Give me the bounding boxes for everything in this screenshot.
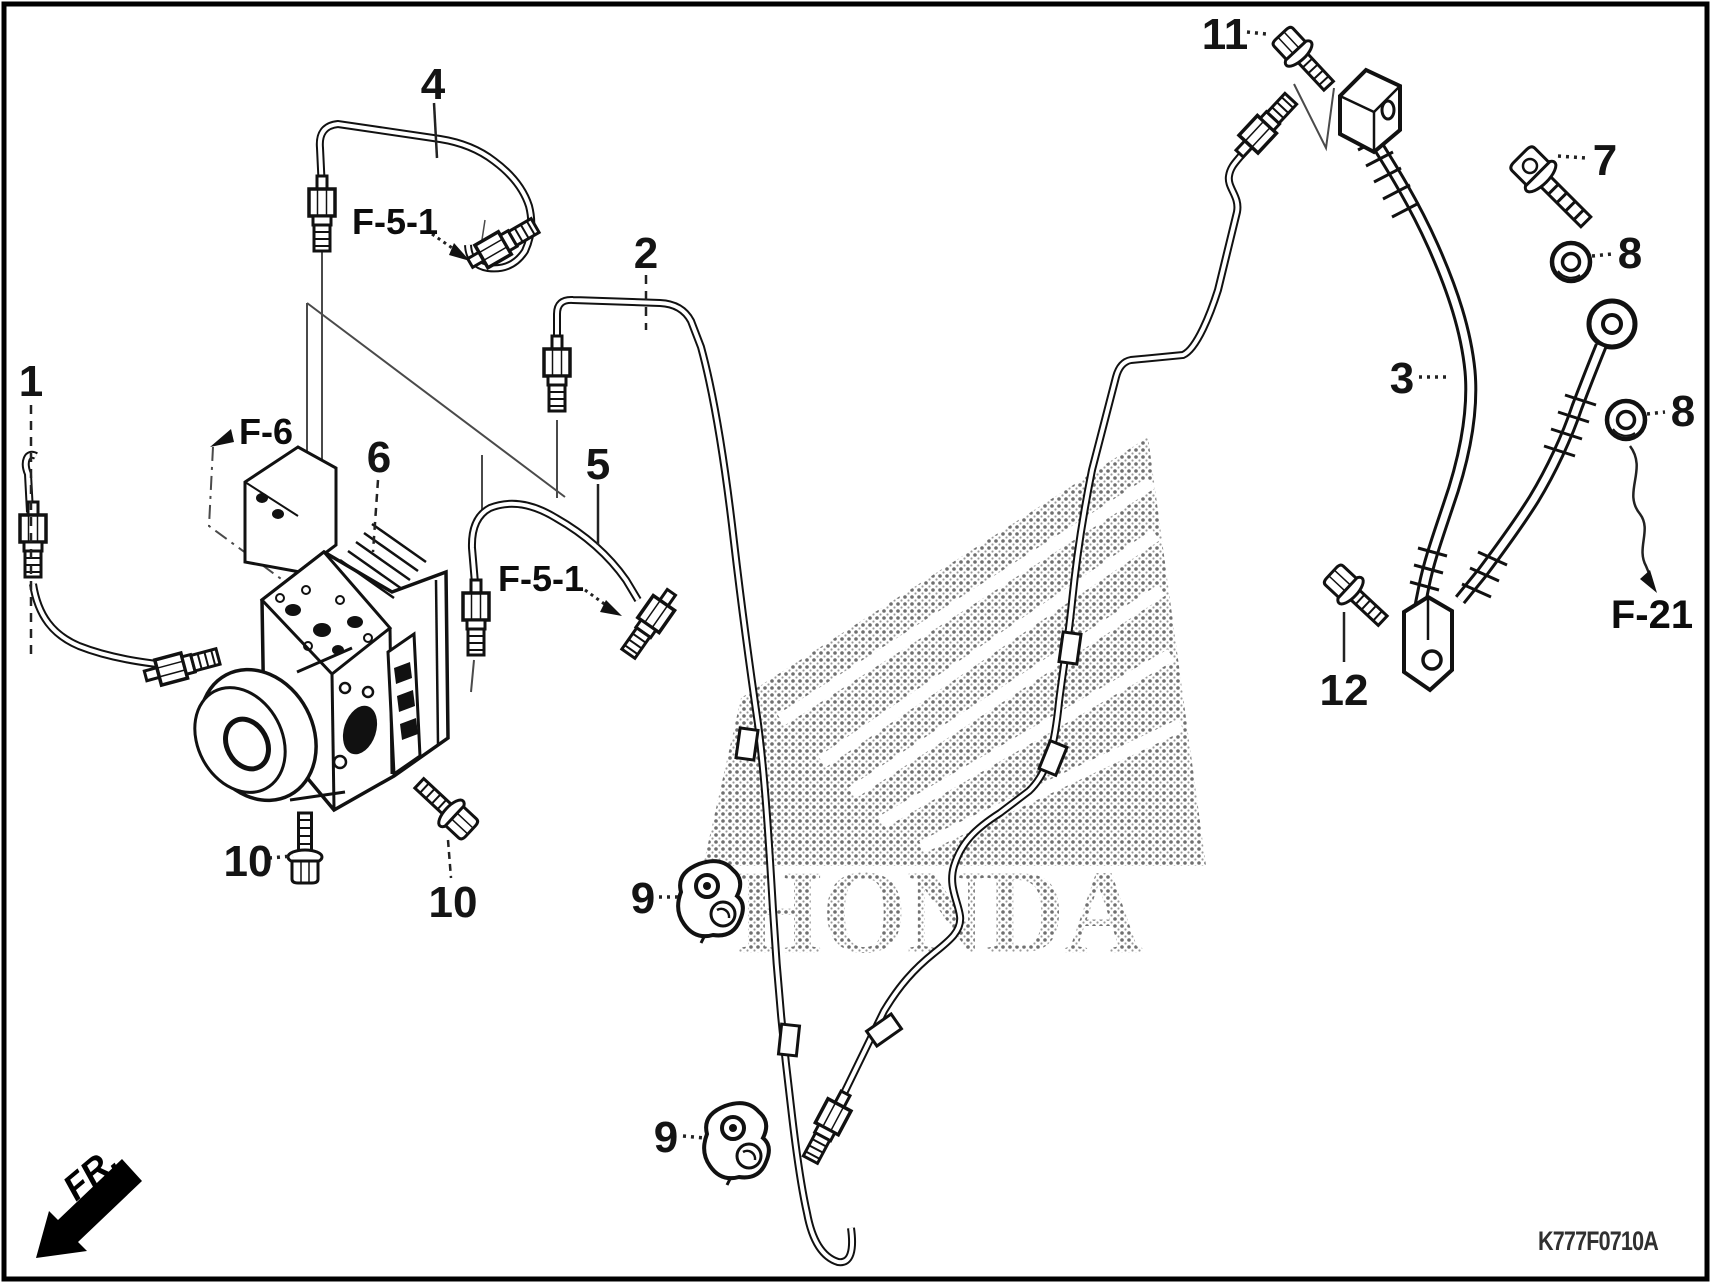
callout-6: 6: [367, 433, 391, 482]
bolt-11: [1266, 21, 1343, 99]
callout-1: 1: [19, 357, 43, 406]
leader-arrowheads: [210, 243, 1657, 616]
pipe-clamp-9a: [676, 859, 745, 945]
callout-11: 11: [1202, 10, 1249, 59]
reference-labels: F-6 F-5-1 F-5-1 F-21: [239, 201, 1693, 637]
callout-4: 4: [421, 60, 446, 109]
hose-collar-ribs: [1357, 134, 1448, 592]
callout-9b: 9: [654, 1113, 678, 1162]
front-direction-indicator: FR.: [36, 1139, 142, 1258]
ref-f6: F-6: [239, 411, 293, 452]
diagram-page-code: K777F0710A: [1538, 1226, 1658, 1256]
ref-f51-upper: F-5-1: [352, 201, 438, 242]
caliper-hose-with-eyelet: [1454, 298, 1638, 605]
wing-feather-lines: [777, 477, 1184, 853]
callout-10b: 10: [429, 878, 478, 927]
hose-junction-block: [1402, 594, 1454, 693]
callout-12: 12: [1320, 666, 1369, 715]
pipe-clamp-9b: [702, 1101, 771, 1187]
callout-5: 5: [586, 440, 610, 489]
honda-watermark-text: HONDA: [737, 845, 1143, 978]
bolt-10b: [406, 769, 484, 846]
brake-pipe-2: [553, 295, 857, 1267]
fasteners: [286, 21, 1645, 885]
callout-2: 2: [634, 229, 658, 278]
leader-lines: [29, 30, 1666, 1140]
banjo-bolt-7: [1509, 145, 1593, 229]
callout-8a: 8: [1618, 229, 1642, 278]
ref-f51-lower: F-5-1: [498, 558, 584, 599]
ref-f21: F-21: [1611, 593, 1693, 637]
modulator-ports: [275, 585, 373, 655]
callout-3: 3: [1390, 354, 1414, 403]
callout-8b: 8: [1671, 387, 1695, 436]
washer-8b: [1607, 401, 1645, 439]
washer-8a: [1552, 243, 1590, 281]
callout-9a: 9: [631, 874, 655, 923]
hose-collar-ribs: [1461, 393, 1597, 599]
brake-pipe-5: [467, 499, 642, 603]
bolt-10a: [286, 811, 324, 885]
fr-arrow-icon: [36, 1159, 142, 1258]
callout-labels: 1 4 2 6 5 10 10 9 9 11 7 8 3 8 12: [19, 10, 1695, 1162]
callout-10a: 10: [224, 837, 273, 886]
brake-pipe-1: [21, 450, 173, 670]
abs-modulator: [193, 445, 450, 813]
bolt-12: [1318, 558, 1396, 635]
hose-clamp-block: [1338, 67, 1402, 155]
callout-7: 7: [1593, 136, 1617, 185]
rear-brake-hose-3: [1357, 126, 1478, 608]
